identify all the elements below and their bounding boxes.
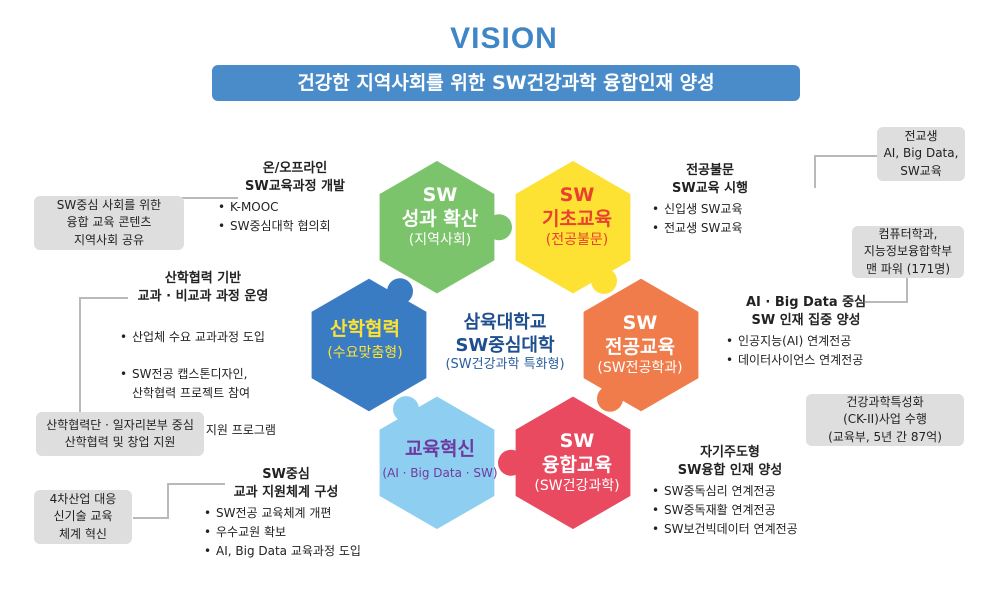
section-online-course-bullets: K-MOOC SW중심대학 협의회 xyxy=(216,198,380,235)
hex-industry-sub: (수요맞춤형) xyxy=(327,344,403,361)
section-ai-bigdata-title2: SW 인재 집중 양성 xyxy=(751,313,861,329)
hex-basic-education: SW 기초교육 (전공불문) xyxy=(517,184,637,249)
hex-outreach: SW 성과 확산 (지역사회) xyxy=(380,184,500,249)
puzzle-knob xyxy=(393,396,419,423)
hex-convergence-sub: (SW건강과학) xyxy=(534,477,620,494)
center-line3: (SW건강과학 특화형) xyxy=(445,357,565,372)
info-box-manpower: 컴퓨터학과, 지능정보융합학부 맨 파워 (171명) xyxy=(852,226,964,278)
hex-industry-cooperation: 산학협력 (수요맞춤형) xyxy=(305,318,425,362)
hex-shape-outreach xyxy=(376,157,498,297)
center-line2: SW중심대학 xyxy=(455,334,555,356)
hex-major-sub: (SW전공학과) xyxy=(597,359,683,376)
hex-major-education: SW 전공교육 (SW전공학과) xyxy=(580,312,700,377)
hex-shape-basic xyxy=(512,157,634,297)
hex-basic-sub: (전공불문) xyxy=(545,231,609,248)
hex-outreach-sub: (지역사회) xyxy=(408,231,472,248)
section-online-course-title1: 온/오프라인 xyxy=(262,161,328,176)
info-box-ck2: 건강과학특성화 (CK-II)사업 수행 (교육부, 5년 간 87억) xyxy=(806,394,964,446)
section-online-course: 온/오프라인 SW교육과정 개발 K-MOOC SW중심대학 협의회 xyxy=(210,160,380,236)
vision-title: VISION xyxy=(450,22,558,55)
connector-box5 xyxy=(865,268,908,303)
info-box-content-sharing: SW중심 사회를 위한 융합 교육 콘텐츠 지역사회 공유 xyxy=(34,196,184,250)
bullet-item: SW보건빅데이터 연계전공 xyxy=(650,520,820,539)
bullet-item: SW중심대학 협의회 xyxy=(216,217,380,236)
puzzle-knob xyxy=(591,267,617,294)
bullet-item: AI, Big Data 교육과정 도입 xyxy=(202,542,376,561)
hex-convergence-line2: 융합교육 xyxy=(542,453,612,476)
section-curriculum-bullets: SW전공 교육체계 개편 우수교원 확보 AI, Big Data 교육과정 도… xyxy=(202,504,376,560)
bullet-item: 인공지능(AI) 연계전공 xyxy=(724,332,896,351)
section-curriculum-support: SW중심 교과 지원체계 구성 SW전공 교육체계 개편 우수교원 확보 AI,… xyxy=(196,466,376,560)
hex-education-innovation: 교육혁신 (AI · Big Data · SW) xyxy=(370,438,510,481)
bullet-item: 전교생 SW교육 xyxy=(650,219,780,238)
section-self-directed: 자기주도형 SW융합 인재 양성 SW중독심리 연계전공 SW중독재활 연계전공… xyxy=(640,444,820,538)
section-self-directed-title1: 자기주도형 xyxy=(700,445,760,460)
hex-basic-line2: 기초교육 xyxy=(542,207,612,230)
bullet-item: 우수교원 확보 xyxy=(202,523,376,542)
hex-innovation-sub: (AI · Big Data · SW) xyxy=(382,465,498,480)
hex-convergence-line1: SW xyxy=(559,430,595,452)
bullet-item: 데이터사이언스 연계전공 xyxy=(724,351,896,370)
puzzle-knob xyxy=(597,385,623,412)
section-curriculum-title1: SW중심 xyxy=(262,467,310,482)
hex-innovation-line1: 교육혁신 xyxy=(405,438,475,460)
hex-shape-major xyxy=(580,275,702,415)
connector-box3 xyxy=(133,483,225,519)
section-industry-title1: 산학협력 기반 xyxy=(164,271,242,286)
hex-shape-convergence xyxy=(512,393,634,533)
section-basic-sw-bullets: 신입생 SW교육 전교생 SW교육 xyxy=(650,200,780,237)
vision-banner: 건강한 지역사회를 위한 SW건강과학 융합인재 양성 xyxy=(212,65,800,101)
bullet-item: SW중독심리 연계전공 xyxy=(650,482,820,501)
section-curriculum-title2: 교과 지원체계 구성 xyxy=(233,485,339,501)
bullet-item: SW전공 교육체계 개편 xyxy=(202,504,376,523)
hex-convergence-education: SW 융합교육 (SW건강과학) xyxy=(517,430,637,495)
hex-industry-line1: 산학협력 xyxy=(330,318,400,340)
connector-box4 xyxy=(814,155,877,188)
hex-outreach-line1: SW xyxy=(422,184,458,206)
bullet-item: SW중독재활 연계전공 xyxy=(650,501,820,520)
hex-basic-line1: SW xyxy=(559,184,595,206)
bullet-item: 신입생 SW교육 xyxy=(650,200,780,219)
section-ai-bigdata-bullets: 인공지능(AI) 연계전공 데이터사이언스 연계전공 xyxy=(724,332,896,369)
hex-outreach-line2: 성과 확산 xyxy=(401,207,479,230)
hex-major-line1: SW xyxy=(622,312,658,334)
info-box-all-students: 전교생 AI, Big Data, SW교육 xyxy=(877,127,965,181)
bullet-item: K-MOOC xyxy=(216,198,380,217)
section-ai-bigdata: AI · Big Data 중심 SW 인재 집중 양성 인공지능(AI) 연계… xyxy=(716,294,896,370)
hex-shape-industry xyxy=(308,275,430,415)
section-industry-title2: 교과 · 비교과 과정 운영 xyxy=(137,289,269,305)
center-title: 삼육대학교 SW중심대학 (SW건강과학 특화형) xyxy=(430,312,580,373)
section-self-directed-title2: SW융합 인재 양성 xyxy=(677,463,783,479)
hex-major-line2: 전공교육 xyxy=(605,335,675,358)
section-basic-sw-title1: 전공불문 xyxy=(686,163,734,178)
connector-box2 xyxy=(79,297,128,412)
section-basic-sw: 전공불문 SW교육 시행 신입생 SW교육 전교생 SW교육 xyxy=(640,162,780,238)
center-line1: 삼육대학교 xyxy=(463,312,547,333)
info-box-tech-innovation: 4차산업 대응 신기술 교육 체계 혁신 xyxy=(34,490,132,544)
bullet-item: 산업체 수요 교과과정 도입 xyxy=(118,328,298,347)
section-ai-bigdata-title1: AI · Big Data 중심 xyxy=(745,295,867,310)
section-basic-sw-title2: SW교육 시행 xyxy=(671,181,749,197)
hex-shape-innovation xyxy=(376,393,498,533)
info-box-industry-support: 산학협력단 · 일자리본부 중심 산학협력 및 창업 지원 xyxy=(36,412,204,456)
section-self-directed-bullets: SW중독심리 연계전공 SW중독재활 연계전공 SW보건빅데이터 연계전공 xyxy=(650,482,820,538)
puzzle-knob xyxy=(486,214,512,241)
puzzle-knob xyxy=(498,449,524,476)
puzzle-knob xyxy=(387,278,413,305)
section-online-course-title2: SW교육과정 개발 xyxy=(245,179,345,195)
bullet-item: SW전공 캡스톤디자인, 산학협력 프로젝트 참여 xyxy=(118,365,298,402)
